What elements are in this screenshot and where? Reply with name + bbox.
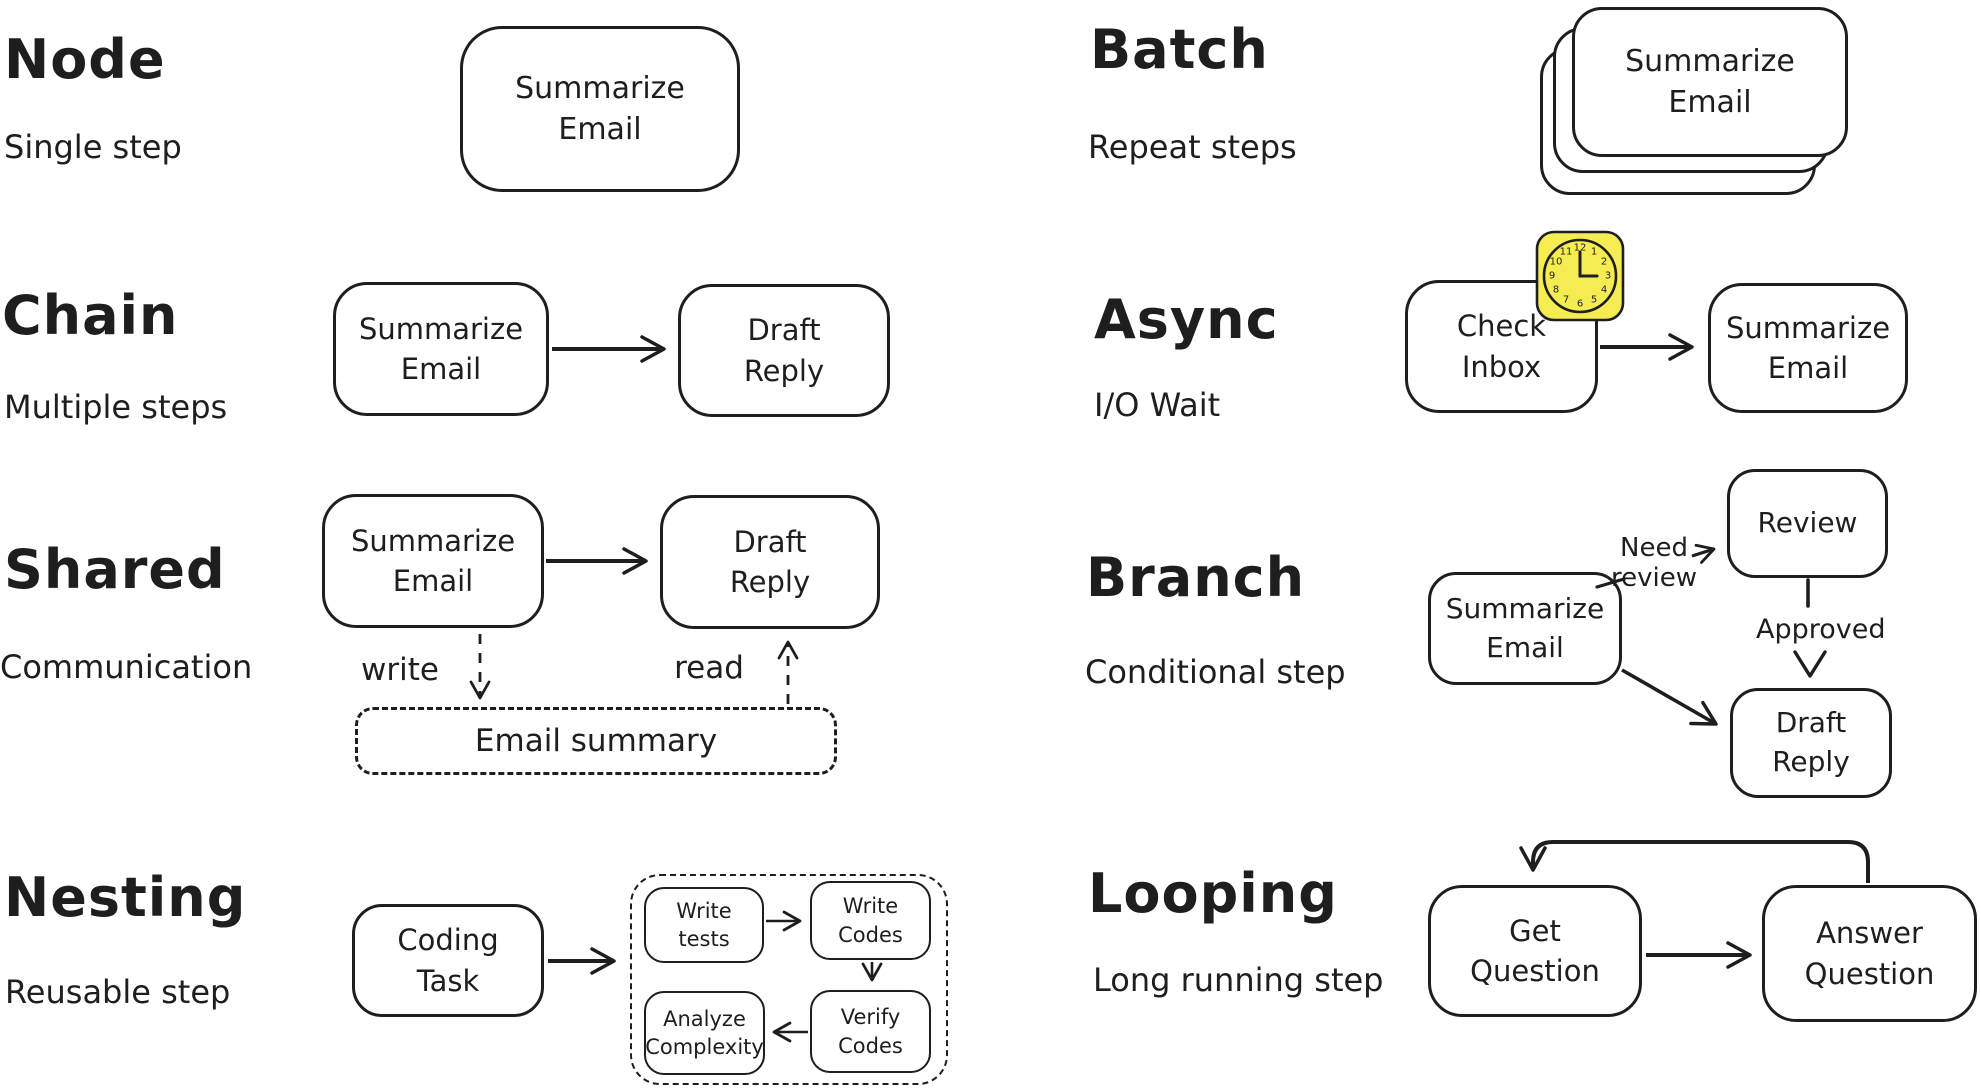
node-box-line2: Email	[558, 112, 642, 147]
chain-section-subtitle: Multiple steps	[4, 388, 228, 426]
looping-loopback-arrow	[1519, 840, 1870, 883]
chain-box-summarize-email: Summarize Email	[333, 282, 549, 416]
shared-box-draft-reply: Draft Reply	[660, 495, 880, 629]
shared-read-label: read	[674, 650, 744, 686]
looping-box2-line2: Question	[1804, 956, 1935, 991]
nesting-vc-line1: Verify	[840, 1005, 901, 1030]
nesting-box-analyze-complexity: Analyze Complexity	[644, 991, 765, 1075]
branch-box-review: Review	[1727, 469, 1888, 578]
chain-box2-line1: Draft	[747, 313, 821, 348]
shared-box1-line1: Summarize	[350, 523, 516, 558]
clock-number-2: 2	[1601, 257, 1607, 268]
branch-diagonal-arrow	[1621, 668, 1718, 726]
shared-write-label: write	[361, 652, 439, 688]
chain-box1-line1: Summarize	[358, 311, 524, 346]
nesting-box-write-codes: Write Codes	[810, 881, 931, 960]
shared-box2-line1: Draft	[733, 524, 807, 559]
shared-section-title: Shared	[4, 538, 226, 601]
branch-reply-line1: Draft	[1775, 706, 1847, 740]
nesting-box-verify-codes: Verify Codes	[810, 990, 931, 1073]
async-box2-line1: Summarize	[1725, 310, 1891, 345]
branch-need-review-label: Need review	[1604, 533, 1704, 594]
node-section-subtitle: Single step	[4, 128, 182, 166]
shared-box-summarize-email: Summarize Email	[322, 494, 544, 628]
nesting-wt-line1: Write	[676, 898, 732, 923]
branch-box-summarize-email: Summarize Email	[1428, 572, 1622, 685]
looping-box1-line1: Get	[1509, 913, 1561, 948]
nesting-ac-line2: Complexity	[645, 1035, 764, 1059]
clock-number-11: 11	[1560, 247, 1573, 258]
looping-box-get-question: Get Question	[1428, 885, 1642, 1017]
branch-section-subtitle: Conditional step	[1085, 653, 1346, 691]
branch-need-line1: Need	[1620, 533, 1688, 563]
branch-need-line2: review	[1611, 562, 1697, 593]
shared-box2-line2: Reply	[729, 565, 811, 599]
branch-start-line1: Summarize	[1445, 591, 1605, 625]
node-box-line1: Summarize	[515, 70, 685, 106]
shared-section-subtitle: Communication	[0, 648, 253, 686]
nesting-section-title: Nesting	[4, 866, 247, 929]
async-section-title: Async	[1094, 288, 1279, 351]
clock-number-10: 10	[1550, 257, 1563, 268]
nesting-wc-line2: Codes	[838, 922, 903, 947]
looping-box1-line2: Question	[1470, 954, 1600, 988]
branch-reply-line2: Reply	[1772, 745, 1850, 778]
batch-section-title: Batch	[1090, 18, 1269, 81]
branch-review-line1: Review	[1757, 506, 1858, 540]
batch-box-line2: Email	[1668, 85, 1752, 120]
chain-box2-line2: Reply	[743, 353, 825, 388]
nesting-wc-line1: Write	[842, 894, 899, 919]
async-box-summarize-email: Summarize Email	[1708, 283, 1908, 413]
async-box2-line2: Email	[1767, 351, 1849, 385]
batch-section-subtitle: Repeat steps	[1088, 128, 1297, 166]
chain-section-title: Chain	[2, 284, 179, 347]
batch-box-line1: Summarize	[1625, 43, 1795, 79]
shared-box1-line2: Email	[392, 564, 474, 598]
nesting-section-subtitle: Reusable step	[5, 973, 231, 1011]
branch-approved-label: Approved	[1756, 614, 1886, 645]
looping-box2-line1: Answer	[1816, 916, 1923, 951]
clock-number-1: 1	[1591, 247, 1597, 258]
branch-approved-arrowhead	[1793, 650, 1827, 678]
nesting-main-line1: Coding	[397, 923, 499, 958]
nesting-ac-line1: Analyze	[663, 1006, 746, 1031]
nesting-box-write-tests: Write tests	[644, 887, 764, 963]
looping-section-title: Looping	[1088, 862, 1338, 925]
node-box-summarize-email: Summarize Email	[460, 26, 740, 192]
async-box-check-inbox: Check Inbox	[1405, 280, 1598, 413]
branch-box-draft-reply: Draft Reply	[1730, 688, 1892, 798]
async-box1-line1: Check	[1456, 309, 1547, 344]
chain-box-draft-reply: Draft Reply	[678, 284, 890, 417]
shared-store-label: Email summary	[474, 722, 718, 759]
shared-store-email-summary: Email summary	[355, 707, 837, 775]
async-box1-line2: Inbox	[1461, 349, 1542, 384]
chain-box1-line2: Email	[400, 352, 482, 386]
nesting-vc-line2: Codes	[838, 1033, 903, 1058]
nesting-main-line2: Task	[416, 963, 480, 998]
nesting-dashed-container	[630, 874, 948, 1085]
nesting-wt-line2: tests	[678, 927, 730, 951]
clock-number-4: 4	[1601, 285, 1607, 296]
clock-number-12: 12	[1574, 243, 1587, 254]
branch-start-line2: Email	[1486, 630, 1564, 664]
looping-box-answer-question: Answer Question	[1762, 885, 1977, 1022]
looping-section-subtitle: Long running step	[1093, 961, 1384, 999]
async-section-subtitle: I/O Wait	[1094, 386, 1221, 424]
nesting-box-coding-task: Coding Task	[352, 904, 544, 1017]
clock-number-3: 3	[1605, 271, 1611, 282]
branch-section-title: Branch	[1086, 546, 1306, 609]
batch-box-summarize-email: Summarize Email	[1572, 7, 1848, 157]
node-section-title: Node	[4, 28, 166, 91]
